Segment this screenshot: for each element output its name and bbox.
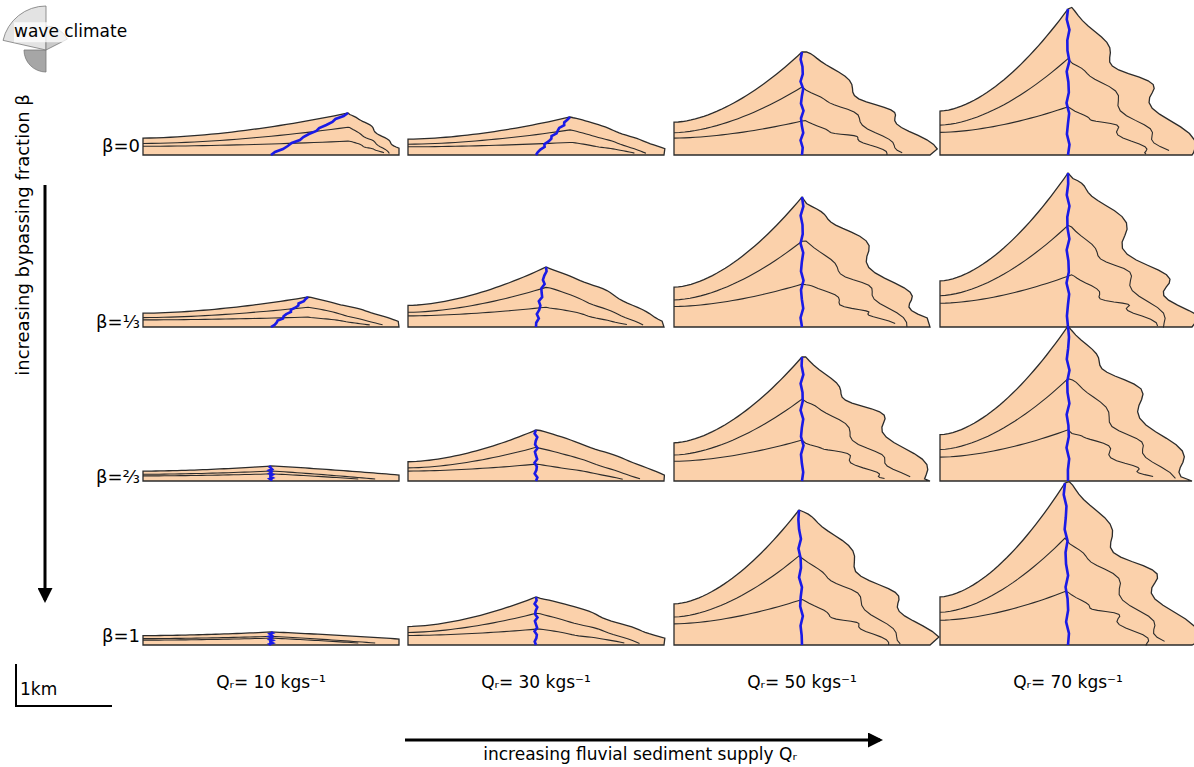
channel-line — [271, 113, 348, 155]
time-line — [143, 638, 358, 643]
delta-body — [940, 326, 1192, 481]
delta-panels — [143, 7, 1194, 645]
time-line — [674, 399, 910, 477]
delta-body — [674, 52, 937, 155]
time-line — [408, 130, 646, 153]
time-line — [940, 538, 1165, 641]
channel-line — [270, 466, 273, 481]
row-label: β=⅔ — [96, 467, 140, 488]
time-line — [143, 141, 384, 153]
vertical-arrow — [44, 185, 47, 600]
row-label: β=0 — [102, 136, 140, 157]
row-label: β=⅓ — [96, 312, 140, 333]
delta-section — [143, 297, 399, 327]
delta-body — [408, 430, 664, 481]
delta-body — [408, 597, 665, 645]
time-line — [143, 317, 370, 325]
channel-line — [798, 510, 802, 645]
time-line — [408, 464, 623, 479]
column-label: Qᵣ= 30 kgs⁻¹ — [481, 673, 591, 693]
time-line — [940, 592, 1149, 646]
delta-body — [143, 466, 399, 481]
delta-section — [143, 113, 399, 155]
time-line — [143, 636, 375, 643]
time-line — [674, 556, 900, 644]
delta-section — [940, 7, 1194, 155]
delta-body — [674, 197, 930, 327]
delta-section — [940, 482, 1194, 646]
time-line — [940, 59, 1169, 151]
wave-sector — [24, 50, 46, 72]
delta-section — [143, 632, 399, 645]
channel-line — [801, 357, 804, 481]
delta-body — [143, 113, 399, 155]
delta-section — [674, 197, 930, 327]
time-line — [408, 629, 624, 643]
channel-line — [270, 632, 273, 645]
channel-line — [1067, 326, 1070, 481]
column-label: Qᵣ= 10 kgs⁻¹ — [216, 673, 326, 693]
time-line — [940, 107, 1147, 154]
time-line — [674, 284, 895, 323]
time-line — [940, 379, 1175, 479]
time-line — [674, 440, 885, 478]
time-line — [940, 430, 1153, 477]
delta-body — [940, 482, 1194, 645]
delta-section — [940, 326, 1192, 481]
axis-label: increasing bypassing fraction β — [13, 94, 34, 376]
channel-line — [535, 597, 538, 645]
channel-line — [535, 430, 538, 481]
channel-line — [536, 267, 547, 327]
delta-body — [408, 117, 665, 155]
delta-section — [143, 466, 399, 481]
time-line — [940, 225, 1165, 327]
time-line — [408, 287, 643, 325]
row-label: β=1 — [102, 626, 140, 647]
time-line — [674, 87, 902, 153]
time-line — [143, 474, 358, 479]
delta-section — [408, 267, 664, 327]
time-line — [143, 471, 375, 479]
column-label: Qᵣ= 50 kgs⁻¹ — [747, 673, 857, 693]
channel-line — [536, 117, 570, 155]
time-line — [940, 275, 1158, 326]
delta-body — [143, 632, 399, 645]
time-line — [674, 599, 889, 644]
time-line — [408, 142, 634, 153]
time-line — [674, 121, 887, 155]
time-line — [143, 307, 383, 325]
delta-body — [940, 7, 1194, 155]
channel-line — [801, 52, 804, 155]
time-line — [408, 447, 640, 478]
delta-section — [940, 173, 1194, 328]
delta-body — [143, 297, 399, 327]
delta-body — [940, 173, 1194, 327]
delta-body — [674, 510, 939, 645]
delta-section — [408, 597, 665, 645]
time-line — [674, 241, 907, 327]
delta-body — [408, 267, 664, 327]
time-line — [408, 613, 640, 643]
channel-line — [1067, 9, 1070, 155]
channel-line — [271, 297, 308, 327]
scale-bar — [16, 664, 112, 706]
channel-line — [801, 197, 804, 327]
delta-section — [674, 510, 939, 645]
axis-label: increasing fluvial sediment supply Qᵣ — [483, 745, 797, 765]
delta-section — [674, 357, 930, 481]
delta-section — [674, 52, 937, 155]
time-line — [143, 127, 389, 153]
horizontal-arrow — [405, 739, 880, 742]
column-label: Qᵣ= 70 kgs⁻¹ — [1013, 673, 1123, 693]
scale-label: 1km — [20, 680, 57, 700]
icon-label: wave climate — [14, 22, 127, 42]
delta-section — [408, 430, 664, 481]
channel-line — [1067, 173, 1070, 327]
delta-body — [674, 357, 930, 481]
time-line — [408, 307, 627, 324]
delta-section — [408, 117, 665, 155]
channel-line — [1064, 483, 1069, 645]
